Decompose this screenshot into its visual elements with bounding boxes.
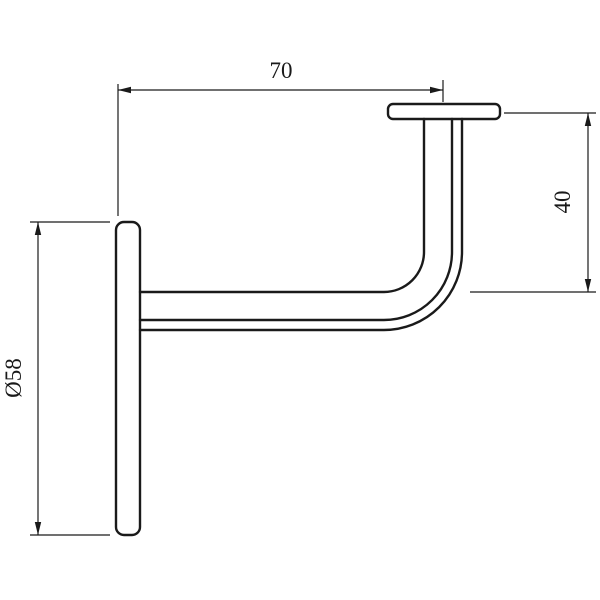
- arrowhead-diameter-top: [34, 222, 42, 235]
- wall-mount-plate: [114, 220, 142, 537]
- bracket-outline: [114, 102, 502, 537]
- dimension-label-height: 40: [550, 191, 575, 214]
- dimension-label-length: 70: [270, 58, 293, 83]
- dimension-label-diameter: Ø58: [1, 358, 26, 398]
- tube-inner-edge: [138, 117, 426, 294]
- tube-outer-edge: [138, 117, 464, 332]
- arrowhead-70-left: [118, 86, 131, 94]
- arrowhead-diameter-bottom: [34, 522, 42, 535]
- arrowhead-40-bottom: [584, 279, 592, 292]
- dimension-annotations: [30, 80, 596, 536]
- arrowhead-70-right: [430, 86, 443, 94]
- arrowhead-40-top: [584, 113, 592, 126]
- dimension-labels: 70 40 Ø58: [1, 58, 575, 398]
- tube-middle-edge: [138, 117, 454, 322]
- saddle-plate: [386, 102, 502, 121]
